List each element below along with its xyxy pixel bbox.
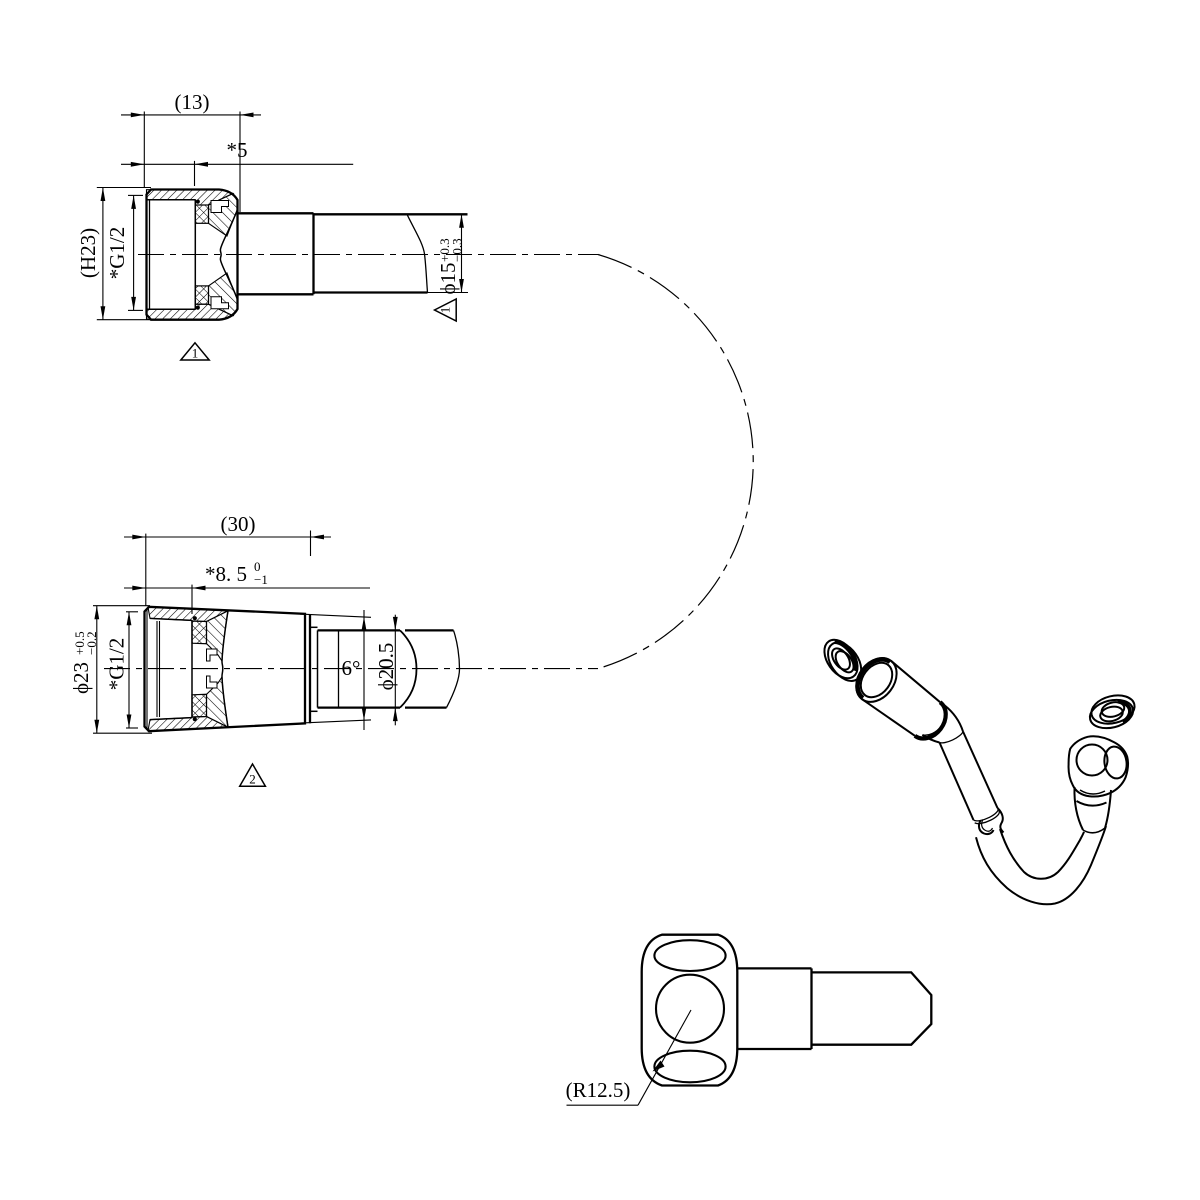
svg-text:ϕ20.5: ϕ20.5 [374,643,398,691]
svg-text:1: 1 [438,307,453,314]
svg-text:6°: 6° [342,656,361,680]
svg-text:ϕ15: ϕ15 [436,262,460,294]
svg-text:ϕ23: ϕ23 [69,662,93,694]
svg-text:+0.3: +0.3 [437,238,452,262]
svg-text:+0.5: +0.5 [72,631,87,655]
svg-text:*G1/2: *G1/2 [105,638,129,691]
svg-text:(R12.5): (R12.5) [566,1078,631,1102]
svg-text:−0.3: −0.3 [450,238,465,262]
svg-text:(30): (30) [221,512,256,536]
svg-text:*G1/2: *G1/2 [105,227,129,280]
svg-text:*8. 5: *8. 5 [205,562,247,586]
svg-text:−0.2: −0.2 [84,631,99,655]
svg-text:1: 1 [192,346,199,361]
svg-text:(H23): (H23) [76,228,100,278]
svg-text:2: 2 [249,772,256,787]
svg-text:(13): (13) [175,90,210,114]
svg-text:0: 0 [254,559,261,574]
svg-text:*5: *5 [227,138,248,162]
svg-text:−1: −1 [254,572,268,587]
